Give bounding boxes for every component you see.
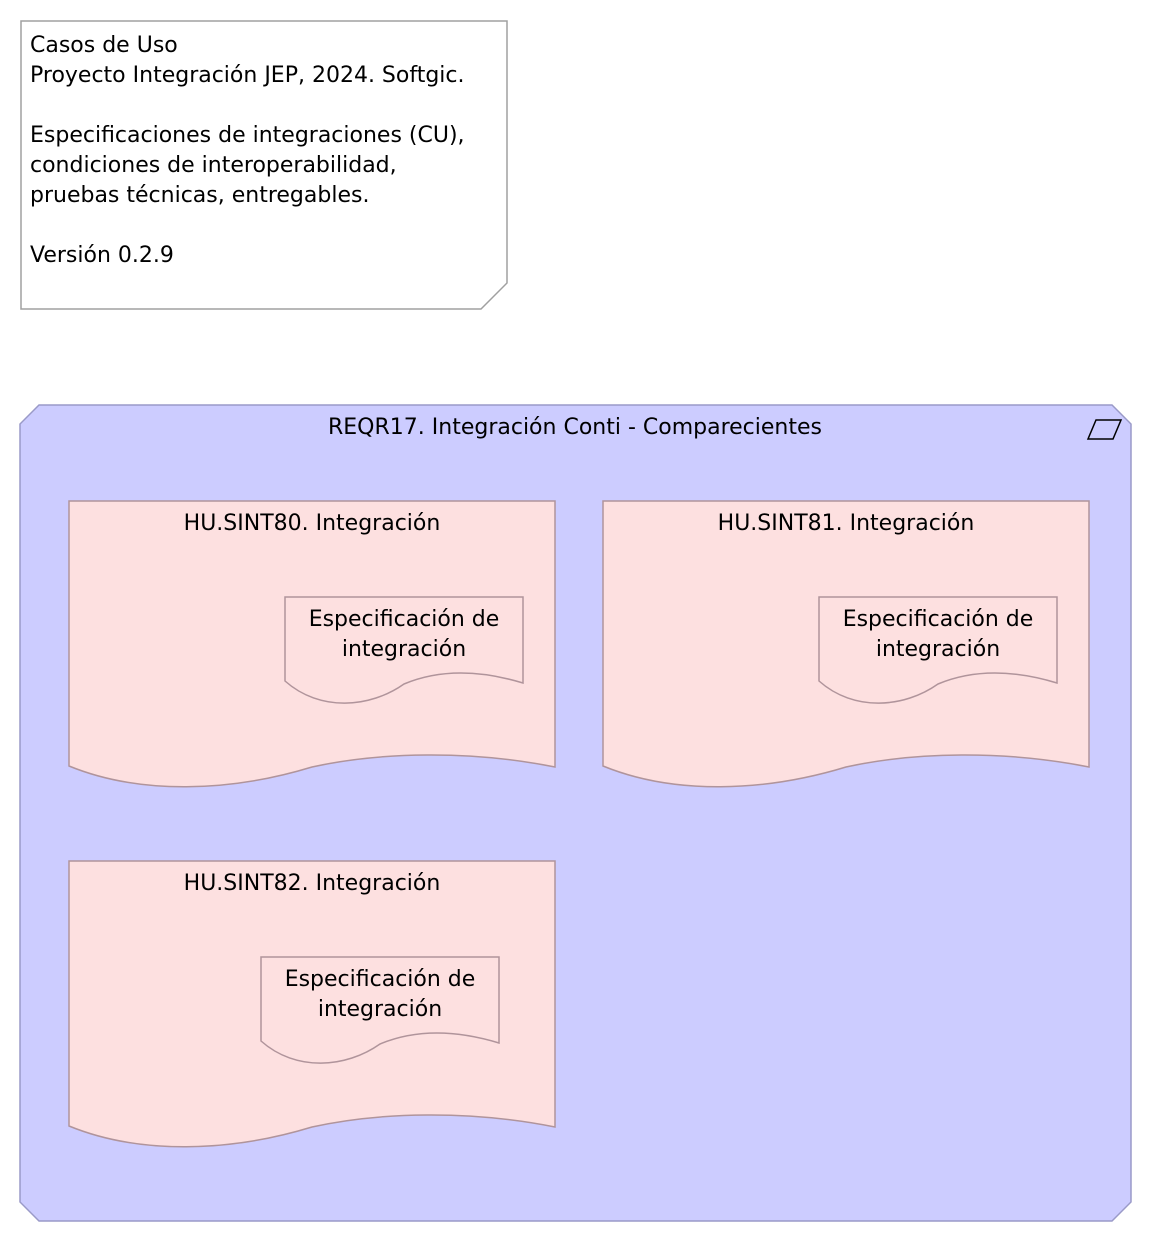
note-line: condiciones de interoperabilidad, [30, 153, 397, 178]
note-line: Casos de Uso [30, 33, 178, 58]
story-sint80-title: HU.SINT80. Integración [183, 511, 441, 536]
story-sint81-artifact-label-line2: integración [875, 637, 1001, 662]
story-sint80-artifact-label-line2: integración [341, 637, 467, 662]
requirement-parallelogram-icon [1086, 419, 1123, 440]
story-sint80-artifact-label-line1: Especificación de [308, 607, 500, 632]
note-line: Versión 0.2.9 [30, 243, 174, 268]
story-sint82-artifact-shape[interactable] [260, 956, 500, 1064]
requirement-title: REQR17. Integración Conti - Comparecient… [328, 415, 822, 440]
note-line: Proyecto Integración JEP, 2024. Softgic. [30, 63, 465, 88]
note-shape[interactable] [20, 20, 508, 310]
story-sint81-artifact-label-line1: Especificación de [842, 607, 1034, 632]
story-sint82-artifact-label-line2: integración [317, 997, 443, 1022]
story-sint82-title: HU.SINT82. Integración [183, 871, 441, 896]
story-sint81-artifact-shape[interactable] [818, 596, 1058, 704]
note-line: pruebas técnicas, entregables. [30, 183, 370, 208]
story-sint82-artifact-label-line1: Especificación de [284, 967, 476, 992]
story-sint80-artifact-shape[interactable] [284, 596, 524, 704]
note-line: Especificaciones de integraciones (CU), [30, 123, 465, 148]
story-sint81-title: HU.SINT81. Integración [717, 511, 975, 536]
